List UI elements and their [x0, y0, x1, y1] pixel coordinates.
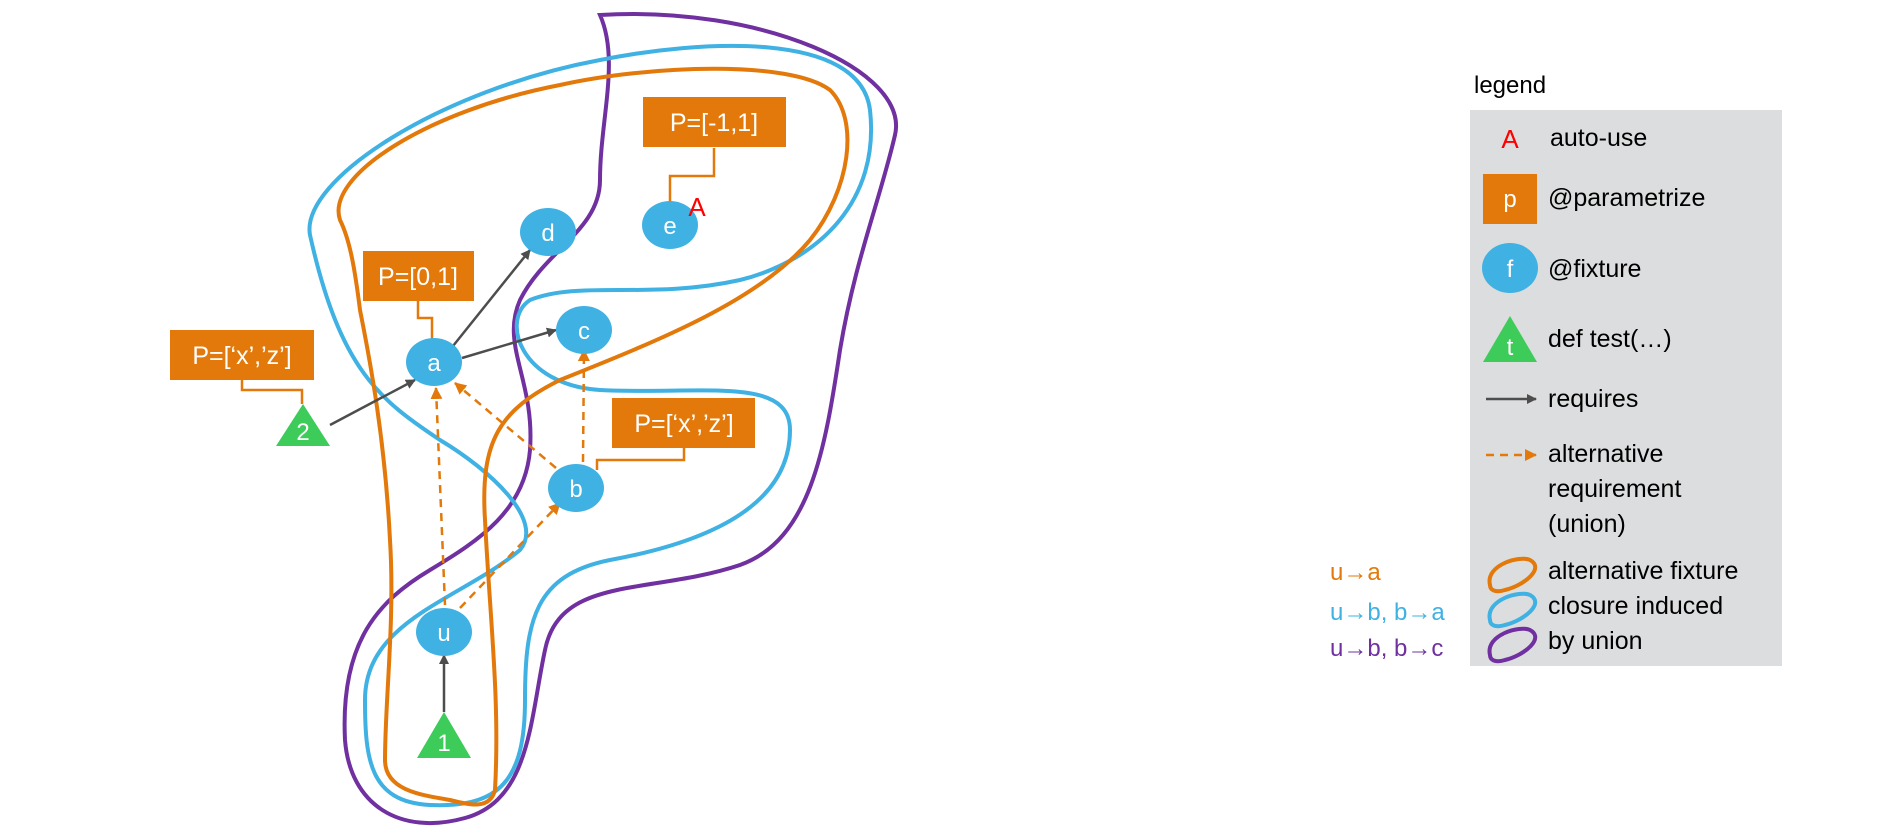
legend-autouse-label: auto-use [1550, 124, 1647, 152]
test-node-1: 1 [417, 712, 471, 758]
fixture-node-a: a [406, 338, 462, 386]
alt-arrow-u-a [430, 387, 447, 606]
legend-alt-label-3: (union) [1548, 510, 1626, 538]
fixture-node-d: d [520, 208, 576, 256]
union-outline-purple [342, 12, 899, 825]
legend-requires-label: requires [1548, 385, 1638, 413]
param-box-t2-label: P=[‘x’,’z’] [192, 342, 291, 370]
alt-arrow-b-a [454, 382, 557, 469]
alt-arrow-b-c [577, 349, 590, 463]
legend-parametrize-icon [1483, 174, 1537, 224]
param-connector-a [416, 300, 434, 346]
fixture-node-e: e [642, 201, 698, 249]
test-node-2-label: 2 [296, 419, 309, 446]
param-connector-b [595, 448, 686, 470]
union-annotation-blue: u→b, b→a [1330, 599, 1445, 626]
fixture-node-c-label: c [578, 318, 590, 345]
legend-purple-outline-icon [1487, 626, 1538, 664]
alt-arrow-u-b [459, 502, 561, 609]
legend-union-label-3: by union [1548, 627, 1643, 655]
test-node-2: 2 [276, 404, 330, 446]
union-annotation-orange: u→a [1330, 559, 1381, 586]
param-connector-e [668, 148, 716, 210]
autouse-mark-e: A [688, 192, 706, 222]
legend-parametrize-label: @parametrize [1548, 184, 1705, 212]
param-box-b-label: P=[‘x’,’z’] [634, 410, 733, 438]
legend-test-icon [1483, 316, 1537, 362]
union-outline-orange [336, 66, 850, 807]
fixture-node-d-label: d [541, 220, 554, 247]
param-connector-t2 [240, 380, 304, 404]
union-outline-blue [307, 43, 874, 808]
param-box-e: P=[-1,1] [643, 97, 786, 147]
legend-parametrize-symbol: p [1503, 186, 1516, 213]
legend-fixture-label: @fixture [1548, 255, 1641, 283]
legend-test-label: def test(…) [1548, 325, 1672, 353]
fixture-node-a-label: a [427, 350, 441, 377]
fixture-node-u-label: u [437, 620, 450, 647]
requires-arrow-a-d [452, 249, 531, 347]
legend-orange-outline-icon [1487, 556, 1538, 594]
fixture-node-u: u [416, 608, 472, 656]
test-node-1-label: 1 [437, 730, 450, 757]
legend-alt-label-2: requirement [1548, 475, 1681, 503]
legend-union-label-1: alternative fixture [1548, 557, 1738, 585]
param-box-a: P=[0,1] [363, 251, 474, 301]
param-box-t2: P=[‘x’,’z’] [170, 330, 314, 380]
requires-arrow-t2-a [329, 378, 416, 427]
requires-arrow-a-c [461, 327, 557, 360]
param-box-b: P=[‘x’,’z’] [612, 398, 755, 448]
legend-test-symbol: t [1507, 334, 1514, 361]
legend-title: legend [1474, 72, 1546, 99]
fixture-node-e-label: e [663, 213, 676, 240]
legend-union-label-2: closure induced [1548, 592, 1723, 620]
legend-autouse-icon: A [1501, 124, 1519, 154]
fixture-node-b: b [548, 464, 604, 512]
union-annotation-purple: u→b, b→c [1330, 635, 1443, 662]
legend-alt-label-1: alternative [1548, 440, 1663, 468]
fixture-node-b-label: b [569, 476, 582, 503]
fixture-node-c: c [556, 306, 612, 354]
legend-fixture-icon [1482, 243, 1538, 293]
legend-blue-outline-icon [1487, 591, 1538, 629]
param-box-a-label: P=[0,1] [378, 263, 458, 291]
param-box-e-label: P=[-1,1] [670, 109, 758, 137]
legend-fixture-symbol: f [1507, 256, 1514, 283]
